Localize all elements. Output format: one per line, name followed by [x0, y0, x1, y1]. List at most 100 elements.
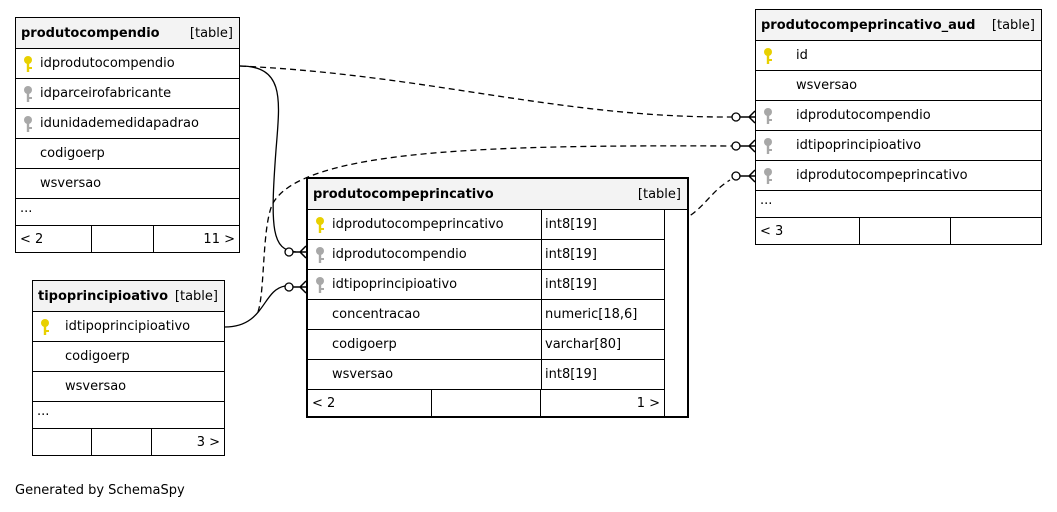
foreign-key-icon — [316, 247, 324, 263]
table-footer: < 2 11 > — [16, 226, 239, 252]
link-compendio-to-aud — [239, 65, 733, 118]
column-name: idprodutocompeprincativo — [332, 217, 504, 232]
column-type: int8[19] — [541, 240, 664, 269]
link-end-circle — [284, 247, 294, 257]
column-type: varchar[80] — [541, 330, 664, 359]
column-name: wsversao — [796, 78, 858, 93]
link-tipoprincipio-to-aud — [257, 145, 733, 313]
link-tipoprincipio-to-compeprincativo — [224, 285, 286, 328]
footer-parents[interactable]: < 3 — [756, 218, 860, 244]
table-kind: [table] — [174, 288, 218, 304]
column-name: wsversao — [65, 379, 127, 394]
footer-spacer — [432, 390, 541, 416]
table-name: produtocompeprincativo_aud — [761, 17, 976, 33]
column-type: int8[19] — [541, 360, 664, 389]
column-row[interactable]: idprodutocompeprincativo — [756, 161, 1041, 191]
column-row[interactable]: wsversao — [16, 169, 239, 199]
column-list: id wsversao idprodutocompendio idtipoprinci… — [756, 41, 1041, 191]
column-name: codigoerp — [40, 146, 105, 161]
column-name: wsversao — [332, 367, 394, 382]
more-columns: ... — [16, 199, 239, 226]
table-produtocompeprincativo[interactable]: produtocompeprincativo [table] idproduto… — [306, 177, 689, 418]
foreign-key-icon — [764, 168, 772, 184]
table-tipoprincipioativo[interactable]: tipoprincipioativo [table] idtipoprincip… — [32, 280, 225, 456]
column-row[interactable]: idprodutocompendio int8[19] — [308, 240, 665, 270]
table-name: produtocompendio — [21, 25, 160, 41]
more-columns: ... — [756, 191, 1041, 218]
column-name: codigoerp — [65, 349, 130, 364]
link-compendio-to-compeprincativo — [239, 65, 297, 253]
column-row[interactable]: wsversao int8[19] — [308, 360, 665, 390]
column-row[interactable]: idparceirofabricante — [16, 79, 239, 109]
column-row[interactable]: codigoerp — [33, 342, 224, 372]
column-name: concentracao — [332, 307, 421, 322]
column-list: idtipoprincipioativo codigoerp wsversao — [33, 312, 224, 402]
table-produtocompeprincativo-aud[interactable]: produtocompeprincativo_aud [table] id wsv… — [755, 9, 1042, 245]
column-row[interactable]: idtipoprincipioativo — [756, 131, 1041, 161]
column-name: idparceirofabricante — [40, 86, 172, 101]
column-name: idprodutocompendio — [332, 247, 467, 262]
column-name: codigoerp — [332, 337, 397, 352]
primary-key-icon — [24, 56, 32, 72]
column-name: idtipoprincipioativo — [65, 319, 191, 334]
column-row[interactable]: id — [756, 41, 1041, 71]
generated-by-label: Generated by SchemaSpy — [15, 483, 185, 498]
footer-children[interactable] — [951, 218, 1041, 244]
column-row[interactable]: codigoerp varchar[80] — [308, 330, 665, 360]
table-kind: [table] — [991, 17, 1035, 33]
footer-parents[interactable]: < 2 — [16, 226, 93, 252]
column-row[interactable]: wsversao — [33, 372, 224, 402]
footer-spacer — [92, 226, 154, 252]
column-row[interactable]: wsversao — [756, 71, 1041, 101]
footer-children[interactable]: 11 > — [203, 231, 235, 247]
foreign-key-icon — [24, 86, 32, 102]
column-type: int8[19] — [541, 270, 664, 299]
column-name: idunidademedidapadrao — [40, 116, 199, 131]
column-type: numeric[18,6] — [541, 300, 664, 329]
footer-spacer — [860, 218, 951, 244]
column-name: idprodutocompeprincativo — [796, 168, 968, 183]
footer-spacer — [92, 429, 152, 455]
column-list: idprodutocompendio idparceirofabricante id… — [16, 49, 239, 199]
column-row[interactable]: idprodutocompeprincativo int8[19] — [308, 210, 665, 240]
table-kind: [table] — [637, 186, 681, 202]
footer-parents[interactable] — [33, 429, 92, 455]
more-columns: ... — [33, 402, 224, 429]
table-footer: < 3 — [756, 218, 1041, 244]
column-name: id — [796, 48, 808, 63]
foreign-key-icon — [764, 108, 772, 124]
column-name: idprodutocompendio — [796, 108, 931, 123]
footer-children[interactable]: 3 > — [196, 434, 220, 450]
column-row[interactable]: idunidademedidapadrao — [16, 109, 239, 139]
foreign-key-icon — [764, 138, 772, 154]
primary-key-icon — [764, 48, 772, 64]
table-header[interactable]: produtocompeprincativo_aud [table] — [756, 10, 1041, 41]
column-row[interactable]: idtipoprincipioativo int8[19] — [308, 270, 665, 300]
column-name: idprodutocompendio — [40, 56, 175, 71]
table-name: produtocompeprincativo — [313, 186, 494, 202]
footer-parents[interactable]: < 2 — [308, 390, 432, 416]
table-footer: < 2 1 > — [308, 390, 665, 416]
primary-key-icon — [316, 217, 324, 233]
column-type: int8[19] — [541, 210, 664, 239]
primary-key-icon — [41, 319, 49, 335]
table-produtocompendio[interactable]: produtocompendio [table] idprodutocompen… — [15, 17, 240, 253]
column-row[interactable]: idprodutocompendio — [756, 101, 1041, 131]
table-header[interactable]: tipoprincipioativo [table] — [33, 281, 224, 312]
foreign-key-icon — [316, 277, 324, 293]
column-row[interactable]: idprodutocompendio — [16, 49, 239, 79]
column-name: idtipoprincipioativo — [796, 138, 922, 153]
table-kind: [table] — [189, 25, 233, 41]
column-name: wsversao — [40, 176, 102, 191]
table-header[interactable]: produtocompeprincativo [table] — [308, 179, 687, 210]
footer-children[interactable]: 1 > — [636, 395, 660, 411]
column-row[interactable]: concentracao numeric[18,6] — [308, 300, 665, 330]
column-row[interactable]: codigoerp — [16, 139, 239, 169]
column-name: idtipoprincipioativo — [332, 277, 458, 292]
foreign-key-icon — [24, 116, 32, 132]
column-row[interactable]: idtipoprincipioativo — [33, 312, 224, 342]
table-header[interactable]: produtocompendio [table] — [16, 18, 239, 49]
table-footer: 3 > — [33, 429, 224, 455]
